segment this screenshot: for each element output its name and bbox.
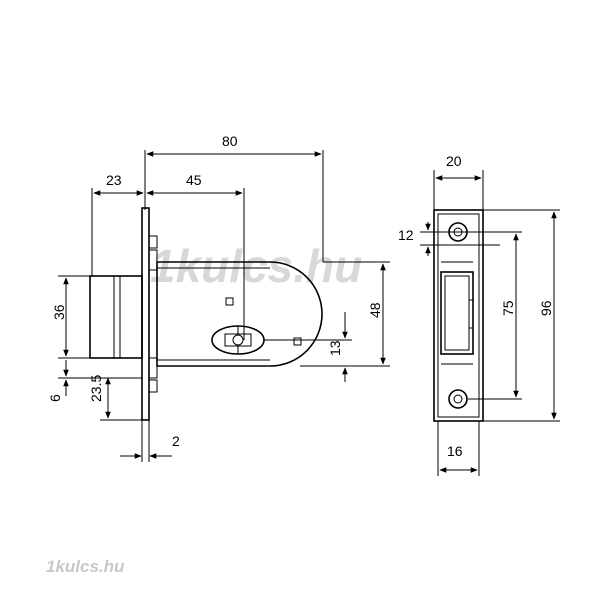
dim-48: 48: [367, 302, 383, 318]
dim-6: 6: [47, 394, 63, 402]
watermark-corner: 1kulcs.hu: [46, 557, 125, 576]
dim-23: 23: [106, 172, 122, 188]
strike-plate: [433, 209, 484, 422]
keyhole-icon: [211, 325, 265, 355]
dim-80: 80: [222, 133, 238, 149]
screw-hole-bottom-icon: [448, 389, 468, 409]
lock-case: [156, 261, 323, 367]
face-plate: [141, 207, 150, 421]
dim-75: 75: [500, 300, 516, 316]
dim-2: 2: [172, 433, 180, 449]
dim-16: 16: [447, 443, 463, 459]
dim-36: 36: [51, 304, 67, 320]
dim-20: 20: [446, 153, 462, 169]
dim-96: 96: [538, 300, 554, 316]
dim-23-5: 23.5: [88, 375, 104, 402]
dim-45: 45: [186, 172, 202, 188]
cylinder: [89, 275, 143, 359]
dim-12: 12: [398, 227, 414, 243]
dim-13: 13: [327, 340, 343, 356]
watermark-center: 1kulcs.hu: [150, 240, 362, 292]
